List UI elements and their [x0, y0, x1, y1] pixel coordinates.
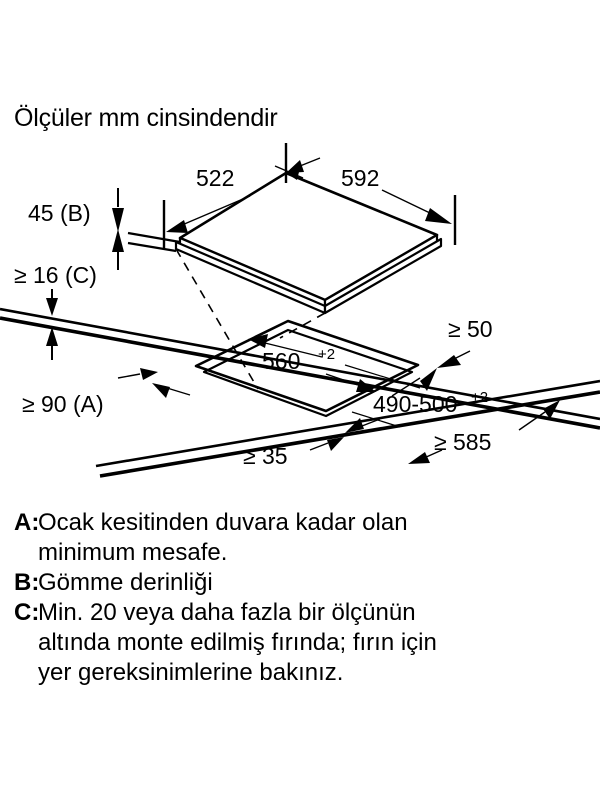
- legend-body-a: Ocak kesitinden duvara kadar olan minimum…: [38, 508, 558, 568]
- worktop-rear-top-edge: [0, 307, 600, 421]
- label-45-B: 45 (B): [28, 200, 91, 226]
- dimension-wall-distance: ≥ 90 (A): [22, 368, 191, 417]
- legend-line: Gömme derinliği: [38, 569, 213, 596]
- label-522: 522: [196, 165, 234, 191]
- label-16-C: ≥ 16 (C): [14, 262, 97, 288]
- legend-line: yer gereksinimlerine bakınız.: [38, 659, 344, 686]
- cooktop-rim-right: [323, 237, 443, 315]
- dimension-cutout-depth: 490-500 +2: [344, 364, 488, 433]
- legend-body-c: Min. 20 veya daha fazla bir ölçünün altın…: [38, 598, 558, 688]
- legend: A:Ocak kesitinden duvara kadar olan minim…: [14, 508, 584, 688]
- worktop-slab: [0, 307, 600, 478]
- legend-body-b: Gömme derinliği: [38, 568, 558, 598]
- label-490-500: 490-500: [373, 391, 457, 417]
- label-35: ≥ 35: [243, 443, 288, 469]
- label-560: 560: [262, 348, 300, 374]
- cutout-outer-edge: [194, 319, 420, 413]
- dimension-rear-clearance: ≥ 50: [437, 316, 493, 368]
- legend-line: minimum mesafe.: [38, 539, 228, 566]
- label-490-500-tolerance: +2: [471, 389, 488, 406]
- worktop-cutout: [194, 319, 420, 418]
- legend-item-c: C:Min. 20 veya daha fazla bir ölçünün alt…: [14, 598, 584, 688]
- legend-item-b: B:Gömme derinliği: [14, 568, 584, 598]
- cutout-inner-edge: [202, 328, 414, 418]
- worktop-front-top-edge: [95, 379, 600, 468]
- legend-key-a: A:: [14, 509, 40, 536]
- legend-key-b: B:: [14, 569, 40, 596]
- cooktop-panel: [174, 171, 443, 315]
- label-592: 592: [341, 165, 379, 191]
- dimension-recess-depth: 45 (B): [28, 188, 181, 270]
- legend-line: altında monte edilmiş fırında; fırın içi…: [38, 629, 437, 656]
- label-90-A: ≥ 90 (A): [22, 391, 104, 417]
- legend-line: Min. 20 veya daha fazla bir ölçünün: [38, 599, 416, 626]
- cooktop-top-face: [178, 171, 439, 302]
- label-585: ≥ 585: [434, 429, 491, 455]
- dimension-front-clearance: ≥ 35: [243, 437, 344, 469]
- dimension-worktop-depth: ≥ 585: [408, 400, 560, 464]
- worktop-front-thickness-edge: [99, 390, 600, 478]
- legend-item-a: A:Ocak kesitinden duvara kadar olan minim…: [14, 508, 584, 568]
- projection-dashed-line: [175, 248, 259, 390]
- dimension-cooktop-width: 592: [286, 157, 457, 245]
- legend-key-c: C:: [14, 599, 40, 626]
- label-50: ≥ 50: [448, 316, 493, 342]
- legend-line: Ocak kesitinden duvara kadar olan: [38, 509, 408, 536]
- dimension-cutout-width: 560 +2: [248, 334, 376, 392]
- dimension-worktop-thickness: ≥ 16 (C): [14, 262, 97, 360]
- label-560-tolerance: +2: [318, 346, 335, 363]
- page-title: Ölçüler mm cinsindendir: [14, 104, 278, 132]
- projection-dashed-line-2: [279, 312, 326, 339]
